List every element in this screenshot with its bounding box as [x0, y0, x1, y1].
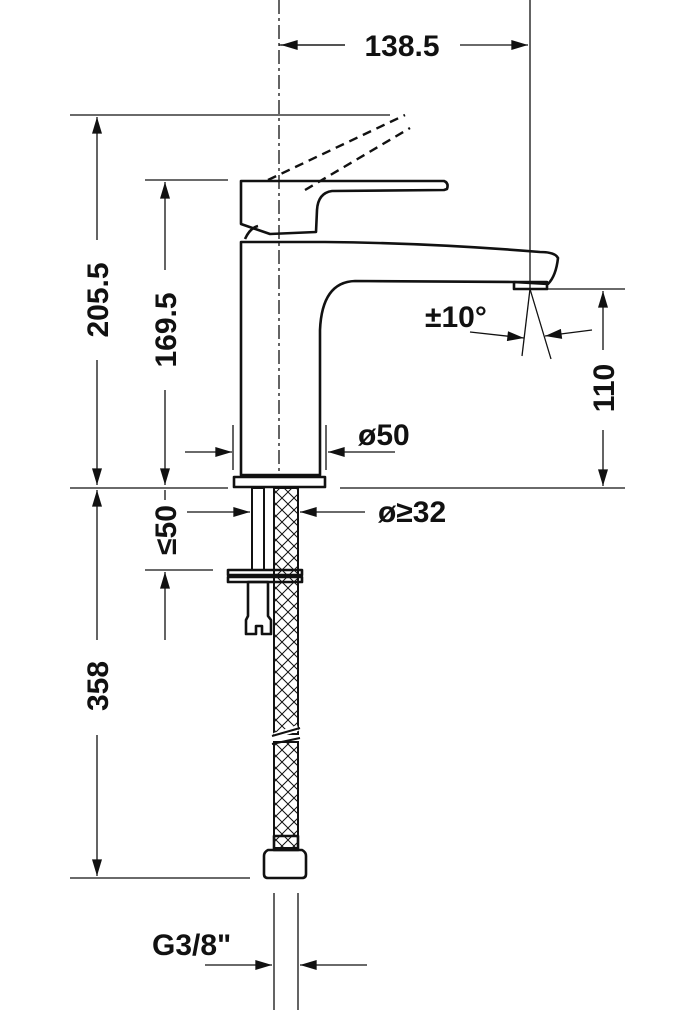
label-connection-thread: G3/8": [152, 929, 231, 962]
label-body-height: 169.5: [150, 292, 183, 367]
label-width-top: 138.5: [364, 30, 439, 63]
label-total-height: 205.5: [82, 262, 115, 337]
label-hose-length: 358: [82, 661, 115, 711]
dim-hose-length: 358: [70, 489, 250, 879]
flex-hose-lower: [273, 741, 299, 849]
label-counter-thickness: ≤50: [150, 505, 183, 555]
base-plate: [232, 475, 327, 489]
dim-body-diameter: ø50: [185, 419, 410, 470]
dim-hole-diameter: ø≥32: [187, 496, 446, 529]
dim-spout-height: 110: [530, 288, 625, 487]
under-counter-assembly: [226, 487, 308, 880]
label-spout-height: 110: [588, 364, 621, 412]
label-body-diameter: ø50: [358, 419, 410, 452]
label-spout-angle: ±10°: [425, 301, 487, 334]
dim-spout-angle: ±10°: [425, 288, 593, 360]
dim-body-height: 169.5: [145, 179, 228, 486]
body-and-spout: [239, 240, 560, 477]
dim-connection-thread: G3/8": [152, 893, 367, 1010]
lever-handle: [239, 179, 449, 236]
hose-nut: [262, 848, 308, 880]
lever-open-position: [267, 113, 411, 192]
fixing-nut: [244, 580, 273, 636]
dim-total-height: 205.5: [70, 114, 390, 486]
washer: [226, 568, 304, 577]
label-hole-diameter: ø≥32: [378, 496, 446, 529]
dim-width-top: 138.5: [279, 0, 531, 290]
flex-hose-upper: [273, 487, 299, 735]
dim-counter-thickness: ≤50: [145, 490, 213, 640]
threaded-rod: [251, 487, 265, 571]
